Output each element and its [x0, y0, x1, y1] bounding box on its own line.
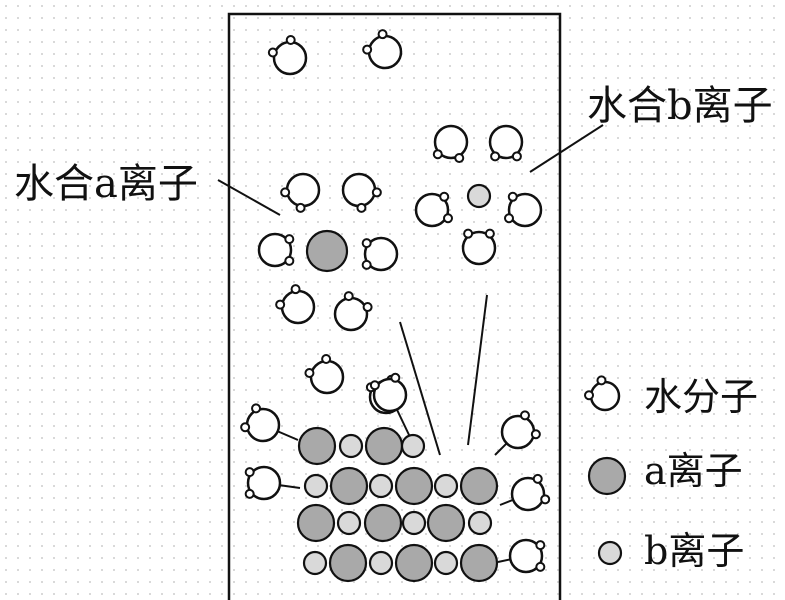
surface-water-molecule — [244, 465, 282, 501]
hydrated-b-water — [503, 191, 543, 228]
hydrated-b-ion-center — [466, 183, 492, 209]
surface-water-molecule — [500, 410, 541, 450]
hydrated-a-ion-label: 水合a离子 — [14, 161, 198, 207]
legend-b-ion-label: b离子 — [644, 529, 745, 573]
crystal-a-ion — [329, 466, 369, 506]
crystal-b-ion — [338, 433, 364, 459]
crystal-a-ion — [426, 503, 466, 543]
surface-water-molecule — [369, 372, 408, 413]
crystal-b-ion — [401, 510, 427, 536]
label-a-leader — [217, 179, 281, 216]
crystal-b-ion — [467, 510, 493, 536]
crystal-a-ion — [296, 503, 336, 543]
hydrated-b-water — [488, 124, 524, 162]
beaker — [227, 12, 562, 600]
water-molecule — [362, 29, 403, 70]
dissolution-line-a — [399, 321, 441, 456]
crystal-a-ion — [297, 426, 337, 466]
crystal-b-ion — [433, 473, 459, 499]
hydrated-a-water — [257, 232, 295, 268]
label-b-leader — [529, 124, 604, 173]
hydrated-a-water — [341, 172, 382, 213]
water-molecule — [267, 35, 308, 76]
surface-water-molecule — [510, 473, 551, 512]
hydrated-a-water — [361, 236, 399, 272]
legend-b-ion-icon — [597, 540, 623, 566]
crystal-a-ion — [328, 543, 368, 583]
surface-water-molecule — [508, 538, 546, 574]
hydrated-b-water — [414, 191, 454, 228]
hydrated-a-water — [275, 284, 316, 325]
crystal-a-ion — [394, 543, 434, 583]
crystal-b-ion — [302, 550, 328, 576]
crystal-a-ion — [363, 503, 403, 543]
crystal-b-ion — [368, 550, 394, 576]
crystal-b-ion — [368, 473, 394, 499]
hydrated-b-water — [432, 124, 469, 164]
hydrated-a-water — [280, 172, 321, 213]
legend-water-icon — [584, 375, 621, 412]
crystal-b-ion — [400, 433, 426, 459]
hydrated-a-water — [333, 291, 373, 332]
hydrated-b-water — [461, 228, 497, 266]
crystal-b-ion — [303, 473, 329, 499]
dissolution-line-b — [467, 294, 488, 446]
hydrated-b-ion-label: 水合b离子 — [587, 83, 773, 129]
water-molecule — [304, 354, 345, 395]
surface-water-molecule — [240, 403, 281, 443]
crystal-a-ion — [459, 466, 499, 506]
crystal-a-ion — [459, 543, 499, 583]
crystal-a-ion — [364, 426, 404, 466]
crystal-a-ion — [394, 466, 434, 506]
legend-a-ion-icon — [587, 456, 627, 496]
crystal-b-ion — [336, 510, 362, 536]
crystal-b-ion — [433, 550, 459, 576]
legend-a-ion-label: a离子 — [644, 449, 743, 493]
hydrated-a-ion-center — [305, 229, 349, 273]
legend-water-label: 水分子 — [644, 375, 759, 419]
